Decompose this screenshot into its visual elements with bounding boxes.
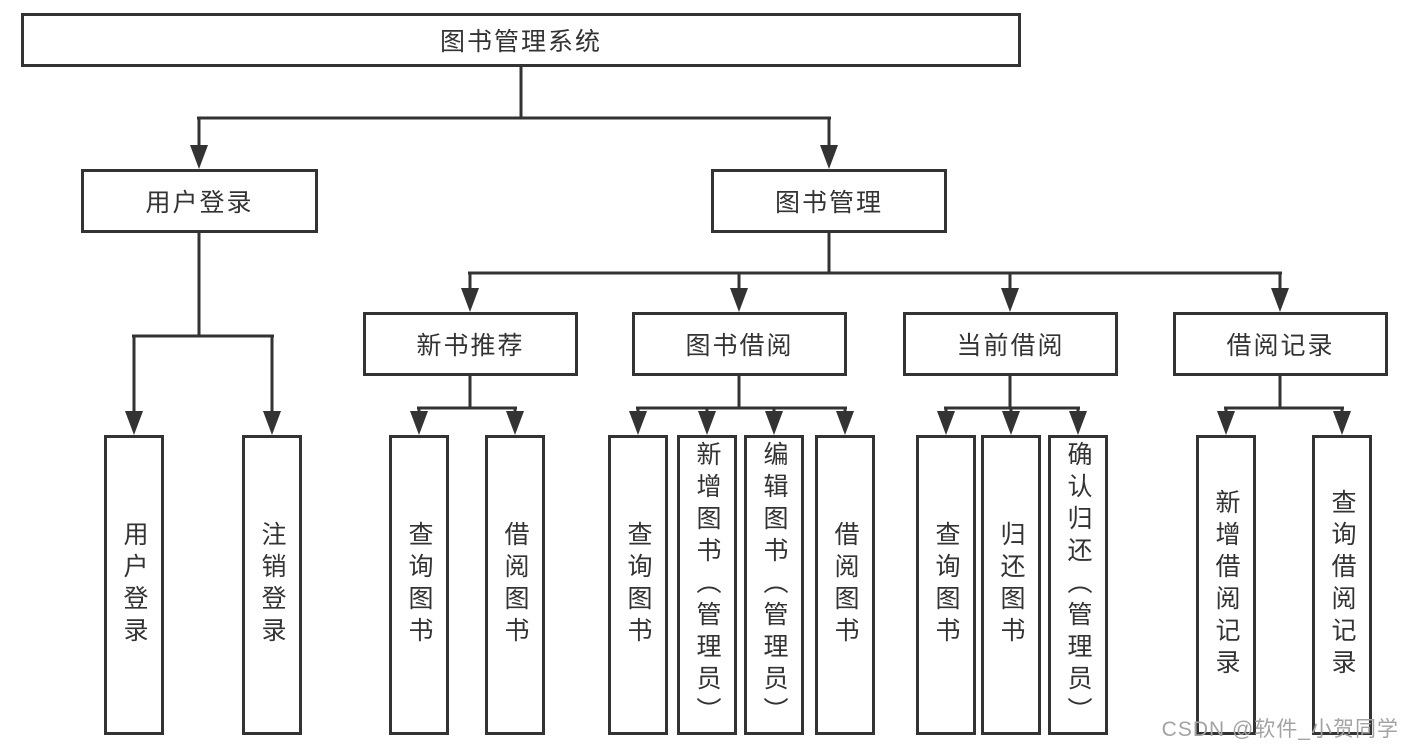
node-label: 新增借阅记录 (1212, 489, 1240, 681)
leaf-confirm-return-admin: 确认归还（管理员） (1048, 435, 1108, 735)
node-new-book-recommendation: 新书推荐 (363, 312, 578, 376)
node-label: 查询图书 (624, 521, 652, 649)
node-label: 借阅图书 (831, 521, 859, 649)
node-label: 借阅图书 (501, 521, 529, 649)
node-label: 查询图书 (405, 521, 433, 649)
node-label: 新书推荐 (416, 332, 525, 360)
leaf-logout: 注销登录 (242, 435, 302, 735)
node-label: 新增图书（管理员） (693, 441, 721, 729)
leaf-edit-books-admin: 编辑图书（管理员） (744, 435, 804, 735)
node-current-borrowing: 当前借阅 (903, 312, 1118, 376)
node-label: 确认归还（管理员） (1064, 441, 1092, 729)
node-book-borrowing: 图书借阅 (632, 312, 847, 376)
node-label: 注销登录 (258, 521, 286, 649)
node-root-library-system: 图书管理系统 (21, 13, 1021, 67)
leaf-query-borrow-record: 查询借阅记录 (1312, 435, 1372, 735)
node-label: 编辑图书（管理员） (760, 441, 788, 729)
leaf-user-login: 用户登录 (104, 435, 164, 735)
leaf-query-books-borrow: 查询图书 (608, 435, 668, 735)
node-label: 归还图书 (997, 521, 1025, 649)
leaf-return-books: 归还图书 (981, 435, 1041, 735)
csdn-watermark: CSDN @软件_小贺同学 (1161, 718, 1399, 741)
leaf-query-books-recommend: 查询图书 (389, 435, 449, 735)
node-user-login-branch: 用户登录 (81, 169, 318, 233)
node-label: 图书管理 (774, 189, 883, 217)
node-label: 用户登录 (145, 189, 254, 217)
leaf-borrow-books-recommend: 借阅图书 (485, 435, 545, 735)
node-label: 查询借阅记录 (1328, 489, 1356, 681)
node-label: 图书借阅 (685, 332, 794, 360)
node-book-management-branch: 图书管理 (711, 169, 947, 233)
node-label: 查询图书 (932, 521, 960, 649)
leaf-borrow-books: 借阅图书 (815, 435, 875, 735)
node-label: 当前借阅 (956, 332, 1065, 360)
node-label: 用户登录 (120, 521, 148, 649)
leaf-add-books-admin: 新增图书（管理员） (677, 435, 737, 735)
node-borrowing-records: 借阅记录 (1173, 312, 1388, 376)
node-label: 借阅记录 (1226, 332, 1335, 360)
leaf-query-books-current: 查询图书 (916, 435, 976, 735)
leaf-add-borrow-record: 新增借阅记录 (1196, 435, 1256, 735)
node-label: 图书管理系统 (439, 28, 602, 56)
